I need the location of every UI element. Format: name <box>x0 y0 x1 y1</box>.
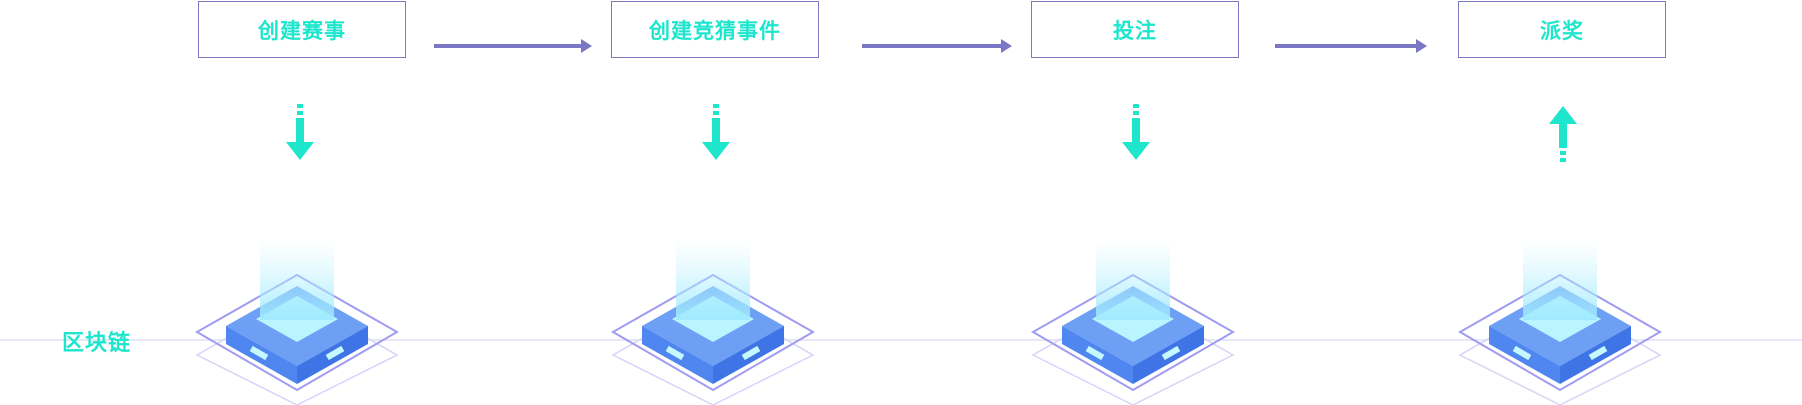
step-label: 创建赛事 <box>258 18 346 43</box>
step-label: 创建竞猜事件 <box>649 18 781 43</box>
flow-arrow-right-icon <box>1275 39 1427 53</box>
step-box-payout: 派奖 <box>1458 1 1666 58</box>
blockchain-label: 区块链 <box>62 331 132 356</box>
blockchain-node-icon <box>194 240 400 405</box>
flow-arrow-right-icon <box>862 39 1012 53</box>
flow-arrow-right-icon <box>434 39 592 53</box>
step-box-create-event: 创建竞猜事件 <box>611 1 819 58</box>
step-label: 派奖 <box>1540 18 1584 43</box>
arrow-down-icon <box>702 104 730 160</box>
step-label: 投注 <box>1113 18 1157 43</box>
blockchain-node-icon <box>1030 240 1236 405</box>
blockchain-line <box>0 339 1802 341</box>
step-box-create-match: 创建赛事 <box>198 1 406 58</box>
step-box-bet: 投注 <box>1031 1 1239 58</box>
blockchain-node-icon <box>1457 240 1663 405</box>
blockchain-node-icon <box>610 240 816 405</box>
arrow-down-icon <box>1122 104 1150 160</box>
arrow-up-icon <box>1549 106 1577 162</box>
arrow-down-icon <box>286 104 314 160</box>
